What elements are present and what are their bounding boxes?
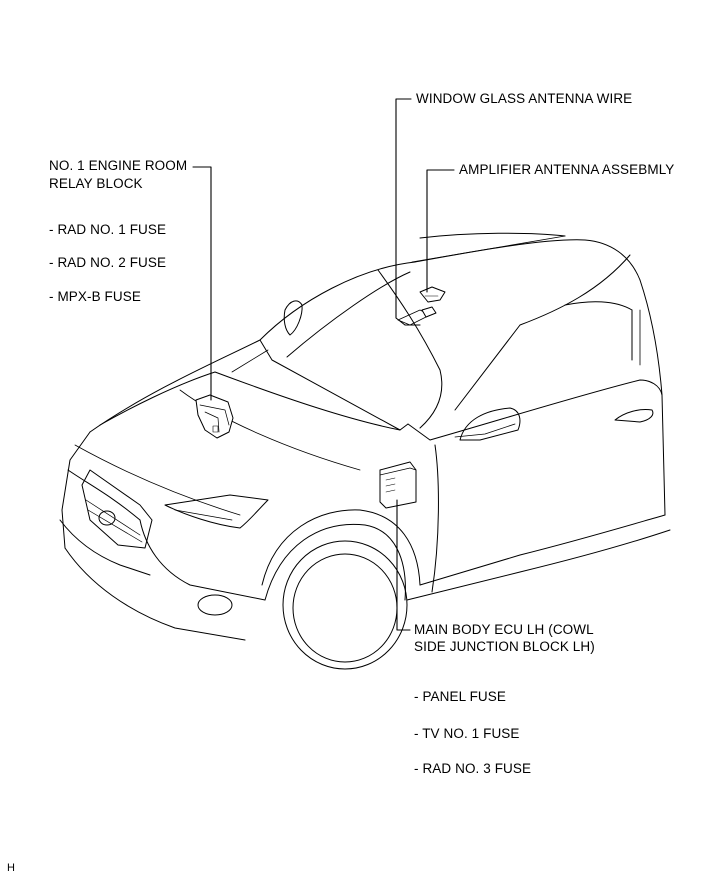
main-body-fuse-item: - RAD NO. 3 FUSE [414,761,532,776]
engine-room-fuse-item: - RAD NO. 1 FUSE [49,222,167,237]
leader-lines [192,98,455,631]
main-body-ecu-label-line2: SIDE JUNCTION BLOCK LH) [414,639,595,654]
main-body-fuse-item: - TV NO. 1 FUSE [414,726,520,741]
corner-mark: H [7,862,16,874]
amplifier-antenna-component [419,286,446,318]
main-body-ecu-component [379,461,417,509]
car-illustration [59,232,671,670]
engine-room-relay-block-label-line1: NO. 1 ENGINE ROOM [49,158,188,173]
engine-room-fuse-item: - RAD NO. 2 FUSE [49,255,167,270]
engine-room-fuse-item: - MPX-B FUSE [49,289,141,304]
engine-room-relay-block-label-line2: RELAY BLOCK [49,176,143,191]
window-glass-antenna-wire-label: WINDOW GLASS ANTENNA WIRE [416,91,633,106]
engine-room-relay-block-component [195,394,234,439]
main-body-ecu-label-line1: MAIN BODY ECU LH (COWL [414,622,594,637]
amplifier-antenna-assembly-label: AMPLIFIER ANTENNA ASSEBMLY [459,162,675,177]
main-body-fuse-item: - PANEL FUSE [414,689,506,704]
